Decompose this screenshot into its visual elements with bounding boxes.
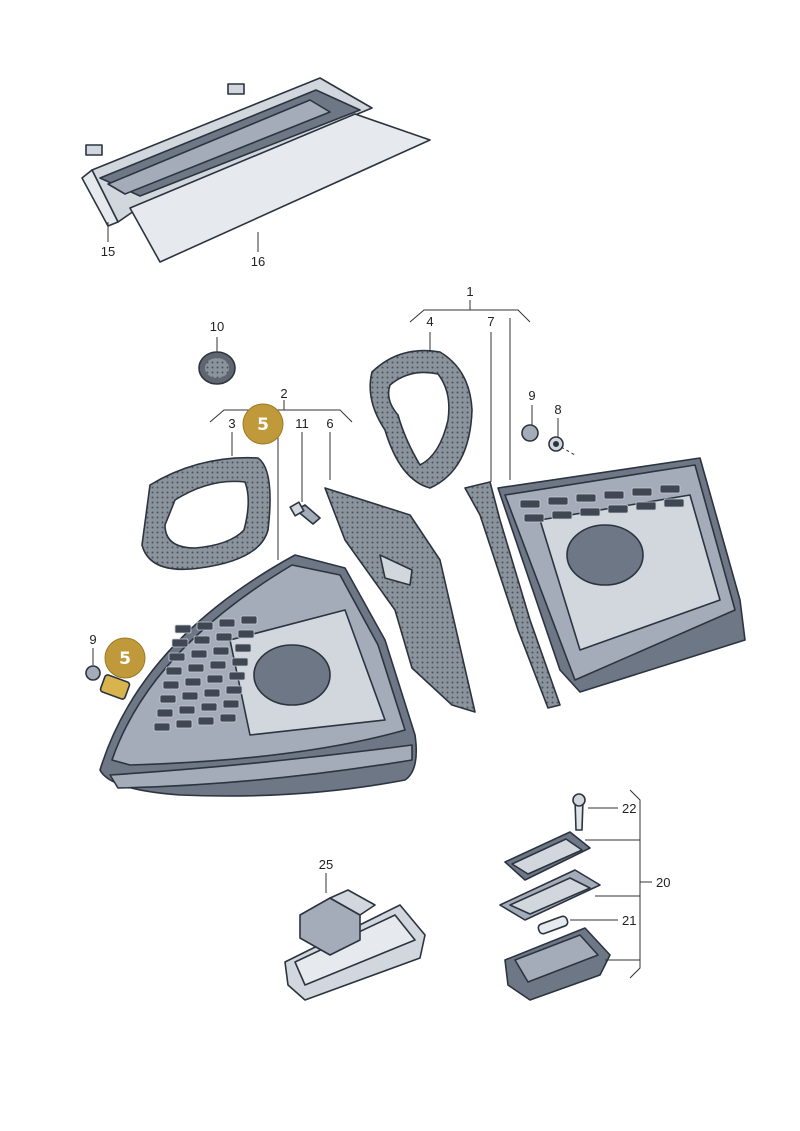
- screw: [289, 501, 321, 525]
- grommet: [198, 351, 236, 385]
- trim-strip: [464, 481, 561, 709]
- label-15: 15: [101, 244, 115, 259]
- label-16: 16: [251, 254, 265, 269]
- label-3: 3: [228, 416, 235, 431]
- third-brake-light: [81, 77, 373, 227]
- label-25: 25: [319, 857, 333, 872]
- label-2: 2: [280, 386, 287, 401]
- label-10: 10: [210, 319, 224, 334]
- outer-lamp-led-cells: [153, 615, 258, 732]
- right-seal: [369, 349, 473, 489]
- label-8: 8: [554, 402, 561, 417]
- label-9-upper: 9: [528, 388, 535, 403]
- label-7: 7: [487, 314, 494, 329]
- label-6: 6: [326, 416, 333, 431]
- mounting-bracket: [324, 487, 476, 713]
- inner-lamp-led-cells: [519, 484, 685, 523]
- badge-lower-text: 5: [119, 649, 131, 669]
- badge-upper: 5: [242, 403, 284, 445]
- left-seal: [141, 456, 271, 571]
- leader-lines: [92, 300, 652, 979]
- bulb-holder-left: [85, 665, 131, 700]
- label-9-lower: 9: [89, 632, 96, 647]
- label-1: 1: [466, 284, 473, 299]
- part-number-labels: 15 16 1 4 7 10 2 9 8 3 11 6 9 22 20 21 2…: [89, 244, 670, 928]
- licence-light-assembled: [284, 889, 426, 1001]
- badge-lower: 5: [104, 637, 146, 679]
- label-11: 11: [295, 416, 309, 431]
- outer-tail-light: [99, 554, 418, 797]
- label-22: 22: [622, 801, 636, 816]
- label-4: 4: [426, 314, 433, 329]
- label-20: 20: [656, 875, 670, 890]
- licence-light-exploded: [499, 793, 611, 1001]
- nut-upper: [521, 424, 564, 452]
- brake-light-lens: [129, 113, 431, 263]
- label-21: 21: [622, 913, 636, 928]
- badge-upper-text: 5: [257, 415, 269, 435]
